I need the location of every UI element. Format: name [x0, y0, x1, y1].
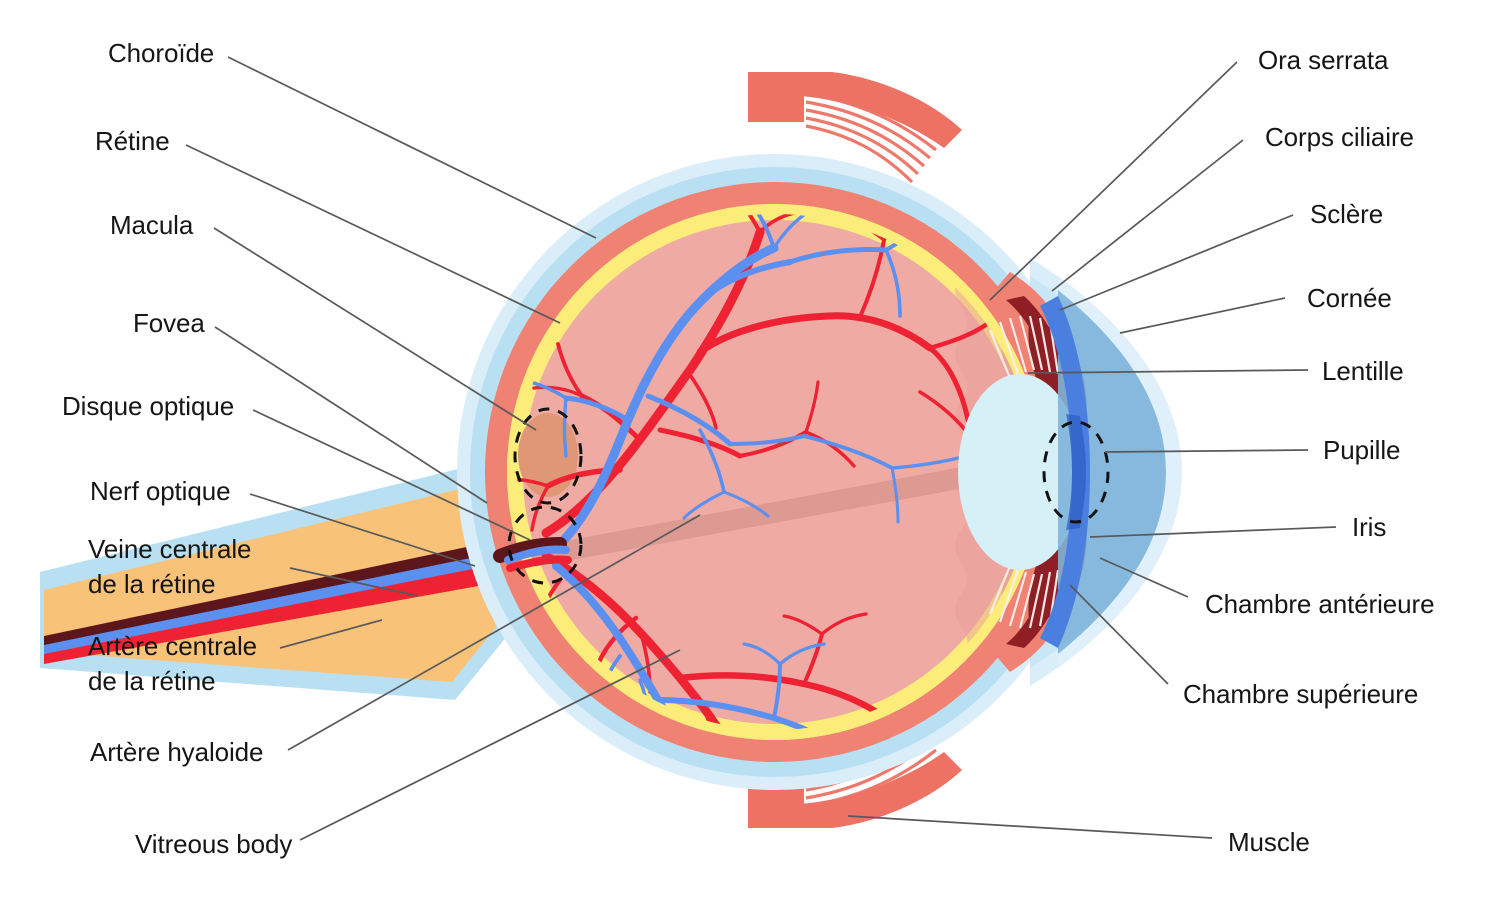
lens [958, 374, 1082, 570]
label-muscle: Muscle [1228, 827, 1310, 857]
leader-fovea [214, 326, 488, 504]
label-corps-ciliaire: Corps ciliaire [1265, 122, 1414, 152]
label-retine: Rétine [95, 126, 170, 156]
leader-lentille [1027, 369, 1309, 374]
label-artere-centrale: Artère centrale de la rétine [88, 631, 258, 696]
zonule-fibers [988, 315, 1068, 629]
label-chambre-anterieure: Chambre antérieure [1205, 589, 1435, 619]
leader-veine-centrale [289, 567, 419, 597]
label-vitreous-body: Vitreous body [135, 829, 293, 859]
label-sclere: Sclère [1310, 199, 1384, 229]
leader-chambre-anterieure [1099, 557, 1189, 598]
pupil-marker [1042, 420, 1110, 524]
muscle-superior [748, 72, 962, 184]
leader-muscle [847, 815, 1213, 839]
leader-retine [185, 144, 561, 324]
pupil [1066, 414, 1086, 530]
leader-corps-ciliaire [1051, 139, 1244, 292]
leader-choroide [227, 56, 597, 239]
dashed-markers [507, 407, 1110, 585]
label-lentille: Lentille [1322, 356, 1404, 386]
leader-macula [213, 227, 537, 431]
cornea [1040, 296, 1090, 648]
macula-marker [513, 407, 583, 505]
label-artere-hyaloide: Artère hyaloide [90, 737, 264, 767]
anterior-chamber [1058, 290, 1166, 654]
leader-artere-centrale [279, 619, 383, 649]
leader-disque-optique [252, 409, 531, 541]
optic-disc [493, 537, 572, 572]
label-fovea: Fovea [133, 308, 205, 338]
label-disque-optique: Disque optique [62, 391, 235, 421]
retinal-vessels [517, 214, 1015, 730]
hyaloid-artery [528, 456, 1020, 568]
leader-cornee [1119, 297, 1286, 334]
leader-pupille [1104, 449, 1309, 453]
leader-iris [1089, 526, 1337, 538]
leader-ora-serrata [989, 61, 1238, 301]
label-cornee: Cornée [1307, 283, 1392, 313]
label-pupille: Pupille [1323, 435, 1401, 465]
superior-chamber [1058, 276, 1182, 668]
optic-nerve [40, 466, 512, 700]
leader-chambre-superieure [1069, 584, 1169, 685]
label-choroide: Choroïde [108, 38, 215, 68]
label-chambre-superieure: Chambre supérieure [1183, 679, 1419, 709]
leader-artere-hyaloide [287, 514, 701, 751]
label-ora-serrata: Ora serrata [1258, 45, 1389, 75]
label-iris: Iris [1352, 512, 1387, 542]
leader-nerf-optique [249, 493, 476, 567]
leader-sclere [1059, 214, 1294, 311]
label-veine-centrale: Veine centrale de la rétine [88, 534, 252, 599]
label-nerf-optique: Nerf optique [90, 476, 231, 506]
optic-disc-marker [507, 505, 583, 585]
leader-lines [185, 56, 1337, 841]
leader-vitreous-body [299, 649, 681, 841]
label-macula: Macula [110, 210, 194, 240]
